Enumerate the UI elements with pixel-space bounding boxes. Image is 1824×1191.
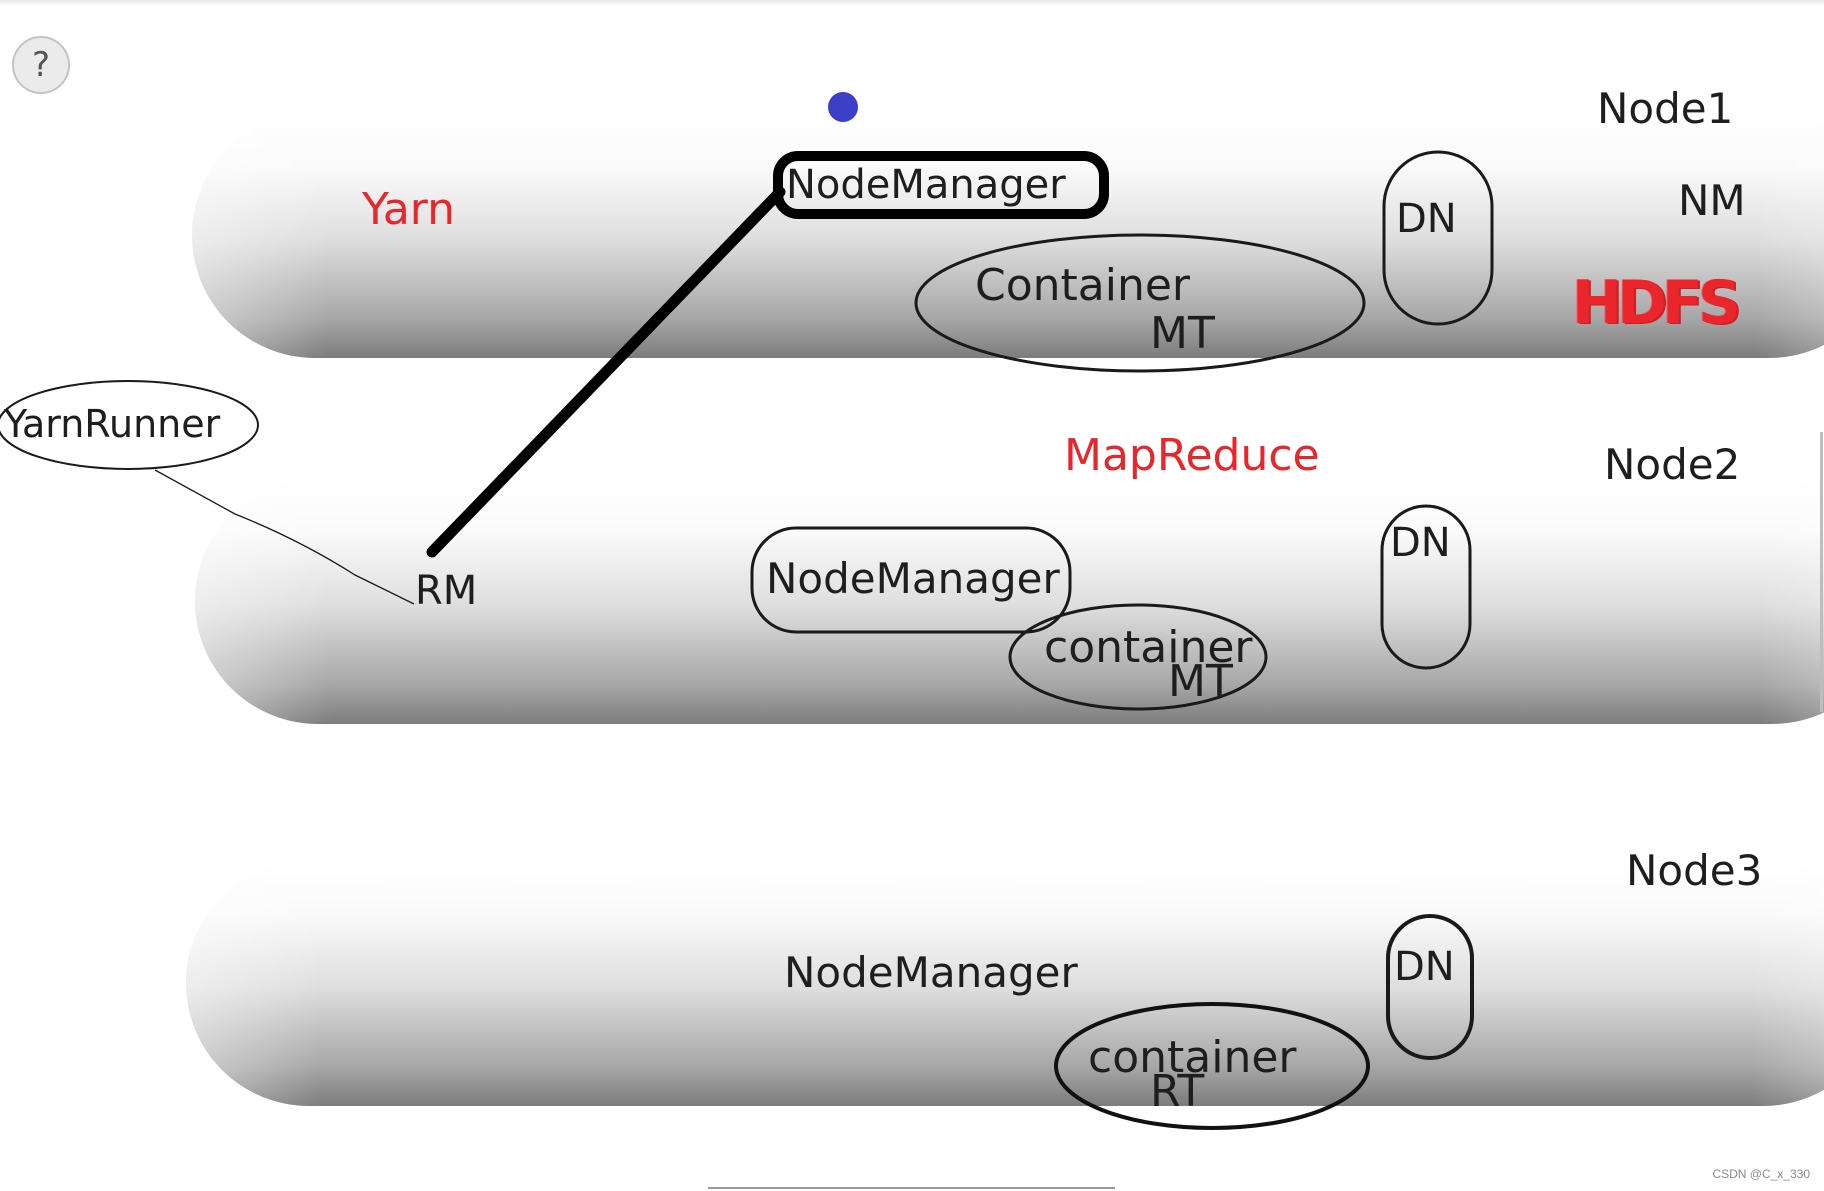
node3-nodemanager-label: NodeManager xyxy=(784,948,1078,997)
node3-task-label: RT xyxy=(1150,1066,1205,1117)
nm-label: NM xyxy=(1678,176,1746,225)
bottom-divider xyxy=(708,1187,1115,1189)
help-button[interactable]: ? xyxy=(12,36,70,94)
hdfs-label: HDFS xyxy=(1572,268,1741,338)
node3-dn-outline xyxy=(1386,914,1474,1060)
yarnrunner-label: YarnRunner xyxy=(4,402,221,446)
node2-container-label: container xyxy=(1044,622,1253,673)
node1-task-label: MT xyxy=(1150,308,1215,359)
node3-capsule xyxy=(186,860,1824,1106)
node2-dn-outline xyxy=(1380,504,1472,670)
node3-container-ellipse xyxy=(1054,1002,1370,1130)
node3-dn-label: DN xyxy=(1394,944,1455,990)
node2-title: Node2 xyxy=(1604,440,1741,489)
node1-container-label: Container xyxy=(975,260,1191,311)
node1-container-ellipse xyxy=(914,233,1366,373)
node2-task-label: MT xyxy=(1168,656,1233,707)
yarnrunner-connector xyxy=(154,469,415,605)
mapreduce-label: MapReduce xyxy=(1064,430,1320,481)
watermark-text: CSDN @C_x_330 xyxy=(1712,1167,1810,1181)
node2-container-ellipse xyxy=(1008,603,1268,711)
yarn-label: Yarn xyxy=(362,184,455,235)
node1-nodemanager-box xyxy=(773,151,1109,219)
blue-marker-dot xyxy=(828,92,858,122)
rm-to-nodemanager-line xyxy=(426,186,786,558)
node1-dn-label: DN xyxy=(1396,196,1457,242)
top-edge xyxy=(0,0,1824,6)
node2-dn-label: DN xyxy=(1390,520,1451,566)
rm-label: RM xyxy=(415,568,478,614)
node2-nodemanager-box xyxy=(750,526,1072,634)
node3-container-label: container xyxy=(1088,1032,1297,1083)
node1-capsule xyxy=(192,112,1824,358)
yarnrunner-ellipse xyxy=(0,380,259,470)
node3-title: Node3 xyxy=(1626,846,1763,895)
node1-title: Node1 xyxy=(1597,84,1734,133)
node1-nodemanager-label: NodeManager xyxy=(786,162,1066,208)
scrollbar-edge[interactable] xyxy=(1820,432,1823,712)
node1-dn-outline xyxy=(1382,150,1494,326)
node2-nodemanager-label: NodeManager xyxy=(766,554,1060,603)
